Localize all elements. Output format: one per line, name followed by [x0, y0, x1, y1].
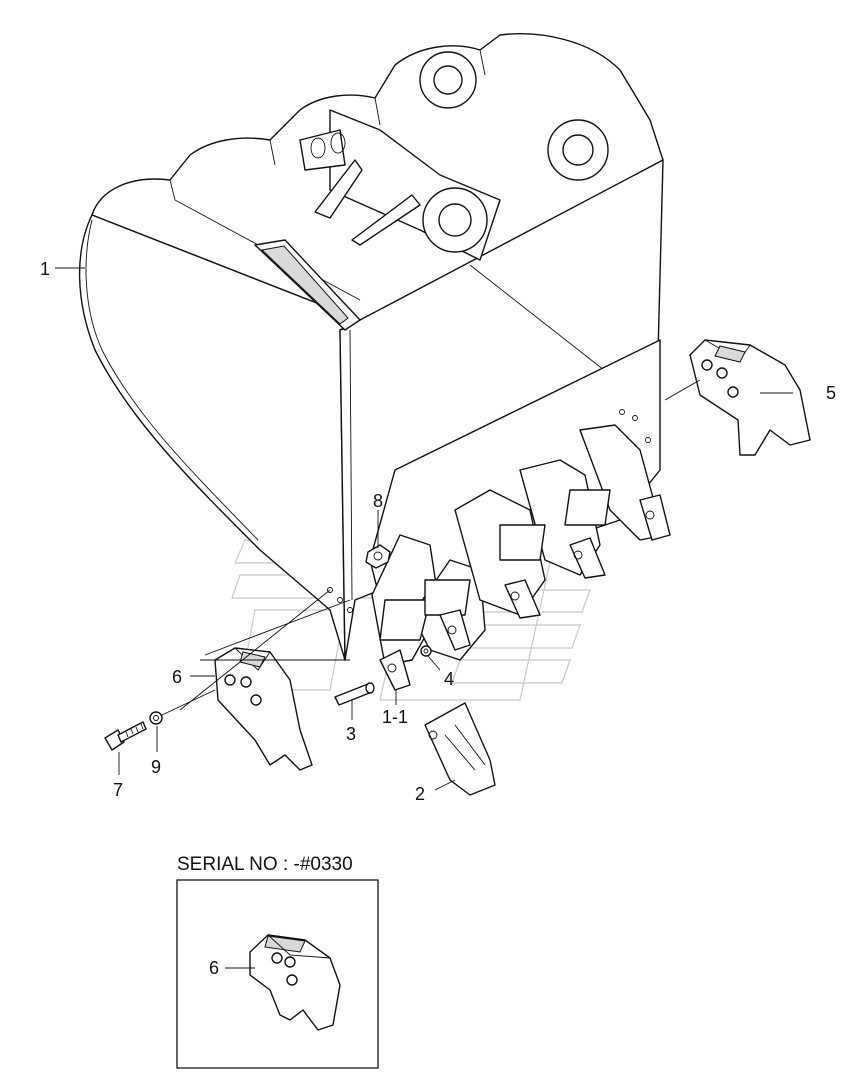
callout-1: 1 — [40, 259, 50, 279]
callout-2: 2 — [415, 784, 425, 804]
serial-title: SERIAL NO : -#0330 — [177, 854, 353, 875]
inset-frame — [176, 879, 379, 1069]
leader-lines — [55, 267, 793, 791]
callout-7: 7 — [113, 780, 123, 800]
bolt-part — [104, 721, 147, 751]
teeth-row — [371, 424, 671, 691]
pin-part — [334, 682, 375, 706]
tooth-part — [424, 702, 496, 796]
callout-3: 3 — [346, 724, 356, 744]
bolt-washer-part — [149, 711, 163, 725]
inset-callout-6: 6 — [209, 958, 219, 978]
callouts: 1 8 5 6 4 3 1-1 9 7 2 — [40, 259, 836, 804]
callout-5: 5 — [826, 383, 836, 403]
callout-1-1: 1-1 — [382, 707, 408, 727]
callout-4: 4 — [444, 669, 454, 689]
nut-part — [365, 544, 391, 569]
pivot-bosses — [254, 51, 609, 331]
callout-6: 6 — [172, 667, 182, 687]
callout-8: 8 — [373, 491, 383, 511]
serial-inset: SERIAL NO : -#0330 6 — [176, 854, 379, 1069]
washer-part — [420, 645, 432, 657]
callout-9: 9 — [151, 757, 161, 777]
side-cutter-left — [214, 647, 313, 771]
side-cutter-right — [689, 339, 811, 456]
